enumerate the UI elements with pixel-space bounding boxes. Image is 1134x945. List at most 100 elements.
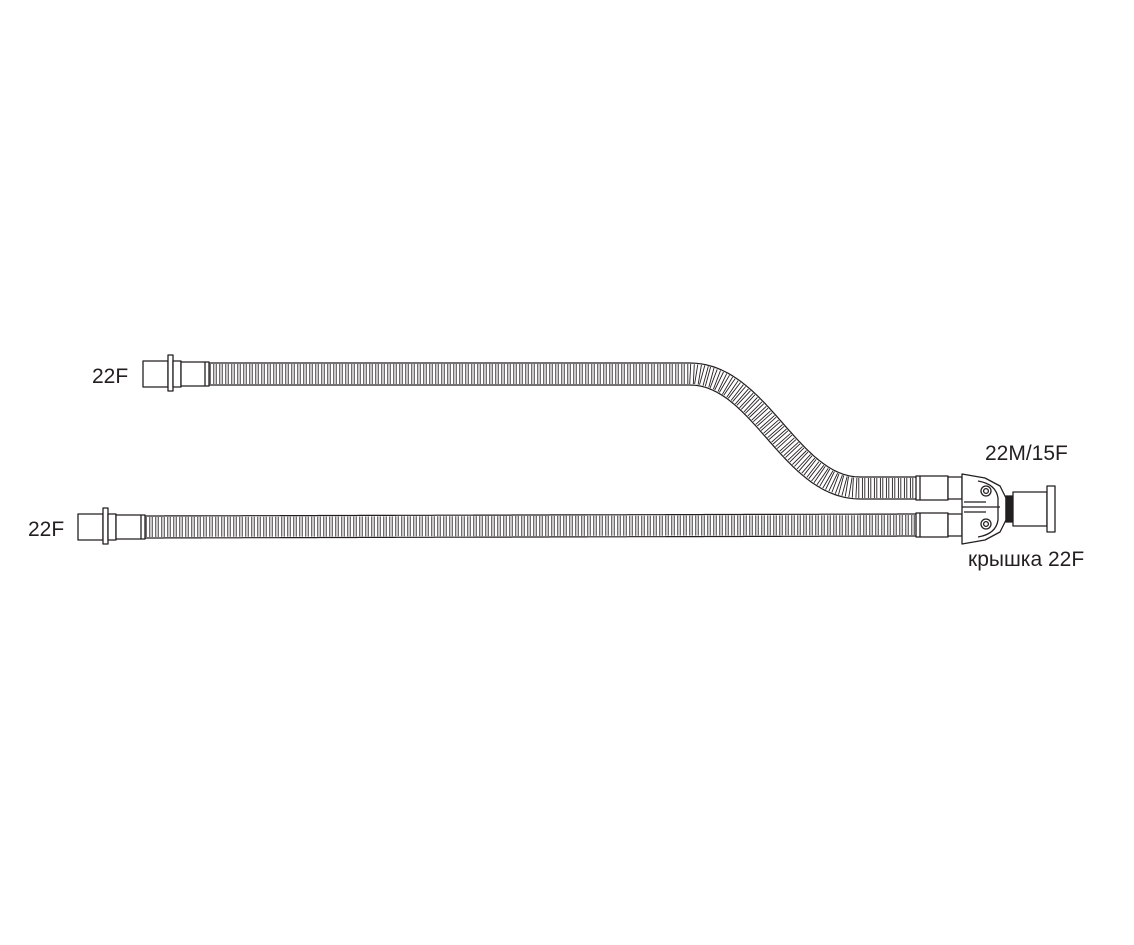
hose-rib [289, 516, 295, 537]
hose-rib [671, 364, 677, 384]
hose-rib [703, 515, 709, 536]
hose-rib [257, 364, 263, 384]
hose-rib [699, 365, 709, 386]
hose-rib [415, 516, 421, 537]
hose-rib [888, 478, 893, 498]
hose-rib [181, 516, 187, 537]
hose-rib [829, 515, 835, 536]
hose-rib [889, 515, 895, 536]
hose-rib [798, 455, 816, 474]
hose-rib [793, 515, 799, 536]
hose-rib [563, 364, 569, 384]
hose-rib [751, 515, 757, 536]
hose-rib [487, 516, 493, 537]
hose-rib [736, 390, 754, 409]
hose-rib [241, 516, 247, 537]
hose-rib [838, 475, 848, 496]
hose-rib [727, 515, 733, 536]
hose-rib [425, 364, 431, 384]
hose-rib [901, 515, 907, 535]
hose-rib [714, 371, 728, 392]
hose-rib [547, 515, 553, 536]
hose-rib [259, 516, 265, 537]
hose-rib [521, 364, 527, 384]
hose-rib [329, 364, 335, 384]
hose-rib [870, 478, 875, 498]
hose-rib [575, 364, 581, 384]
hose-rib [781, 515, 787, 536]
hose-rib [457, 516, 463, 537]
hose-rib [545, 364, 551, 384]
hose-rib [335, 364, 341, 384]
hose-rib [391, 516, 397, 537]
hose-rib [461, 364, 467, 384]
hose-rib [419, 364, 425, 384]
hose-rib [341, 364, 347, 384]
hose-rib [655, 515, 661, 536]
hose-rib [595, 515, 601, 536]
hose-rib [409, 516, 415, 537]
hose-rib [469, 516, 475, 537]
hose-rib [215, 364, 221, 384]
hose-rib [205, 516, 211, 537]
hose-rib [883, 515, 889, 536]
hose-rib [577, 515, 583, 536]
hose-rib [691, 515, 697, 536]
hose-rib [317, 364, 323, 384]
hose-rib [491, 364, 497, 384]
hose-rib [287, 364, 293, 384]
hose-rib [876, 478, 881, 498]
hose-rib [349, 516, 355, 537]
hose-rib [527, 364, 533, 384]
hose-rib [281, 364, 287, 384]
hose-rib [265, 516, 271, 537]
hose-rib [605, 364, 611, 384]
hose-rib [683, 364, 689, 384]
hose-rib [253, 516, 259, 537]
hose-rib [347, 364, 353, 384]
hose-rib [865, 515, 871, 536]
hose-rib [517, 516, 523, 536]
hose-rib [247, 516, 253, 537]
hose-rib [383, 364, 389, 384]
hose-rib [151, 517, 157, 537]
hose-rib [293, 364, 299, 384]
hose-rib [379, 516, 385, 537]
hose-rib [371, 364, 377, 384]
hose-rib [187, 516, 193, 537]
hose-rib [659, 364, 665, 384]
hose-rib [479, 364, 485, 384]
hose-rib [235, 516, 241, 537]
hose-rib [625, 515, 631, 536]
bottom-hose-end-connector [77, 507, 146, 545]
hose-rib [421, 516, 427, 537]
hose-rib [835, 515, 841, 536]
hose-rib [819, 468, 834, 489]
hose-rib [794, 451, 811, 470]
hose-rib [752, 407, 771, 425]
hose-rib [557, 364, 563, 384]
hose-rib [233, 364, 239, 384]
hose-rib [760, 416, 779, 434]
hose-rib [831, 473, 843, 494]
hose-rib [433, 516, 439, 537]
hose-rib [906, 478, 911, 498]
hose-rib [553, 515, 559, 536]
hose-rib [871, 515, 877, 536]
hose-rib [679, 515, 685, 536]
hose-rib [581, 364, 587, 384]
hose-rib [571, 515, 577, 536]
hose-rib [455, 364, 461, 384]
hose-rib [864, 478, 869, 498]
hose-rib [643, 515, 649, 536]
hose-rib [709, 515, 715, 536]
hose-rib [587, 364, 593, 384]
hose-rib [813, 465, 829, 485]
hose-rib [637, 515, 643, 536]
hose-rib [337, 516, 343, 537]
hose-rib [245, 364, 251, 384]
hose-rib [607, 515, 613, 536]
y-piece-port-label: 22M/15F [985, 442, 1068, 465]
hose-rib [515, 364, 521, 384]
hose-rib [319, 516, 325, 537]
